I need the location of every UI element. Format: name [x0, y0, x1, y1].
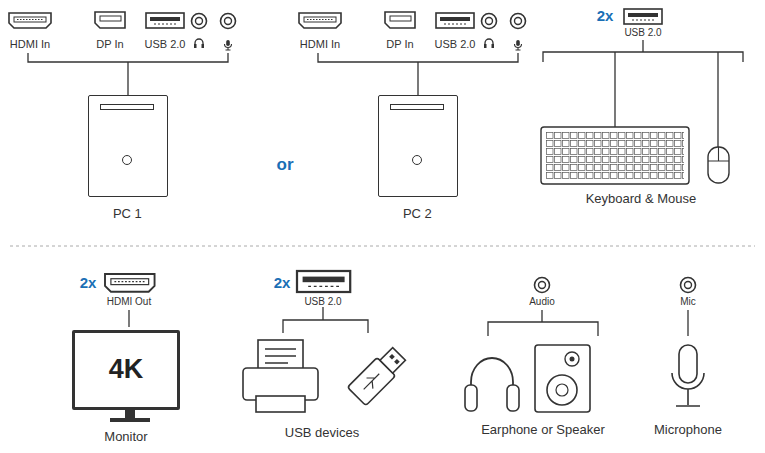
- or-label: or: [277, 156, 294, 175]
- port-label: HDMI In: [10, 38, 50, 50]
- port-label: Mic: [680, 296, 696, 307]
- port-label: USB 2.0: [435, 38, 476, 50]
- power-button: [412, 155, 422, 165]
- device-label: Microphone: [654, 423, 722, 437]
- port-label: DP In: [96, 38, 123, 50]
- device-label: Monitor: [104, 430, 147, 444]
- port-label: DP In: [386, 38, 413, 50]
- quantity-label: 2x: [80, 275, 97, 292]
- device-label: PC 2: [403, 207, 432, 221]
- port-label: HDMI In: [300, 38, 340, 50]
- port-label: Audio: [529, 296, 555, 307]
- pc-tower: PC 2: [378, 95, 458, 197]
- monitor-screen: 4KMonitor: [72, 330, 180, 410]
- drive-slot: [390, 104, 444, 110]
- device-label: Earphone or Speaker: [481, 423, 605, 437]
- pc-tower: PC 1: [88, 95, 168, 197]
- port-label: HDMI Out: [107, 296, 151, 307]
- quantity-label: 2x: [274, 275, 291, 292]
- power-button: [122, 155, 132, 165]
- device-label: USB devices: [285, 426, 359, 440]
- resolution-text: 4K: [109, 355, 144, 385]
- device-label: PC 1: [113, 207, 142, 221]
- port-label: USB 2.0: [145, 38, 186, 50]
- quantity-label: 2x: [597, 8, 614, 25]
- port-label: USB 2.0: [624, 27, 661, 38]
- drive-slot: [100, 104, 154, 110]
- device-label: Keyboard & Mouse: [586, 192, 697, 206]
- port-label: USB 2.0: [304, 296, 341, 307]
